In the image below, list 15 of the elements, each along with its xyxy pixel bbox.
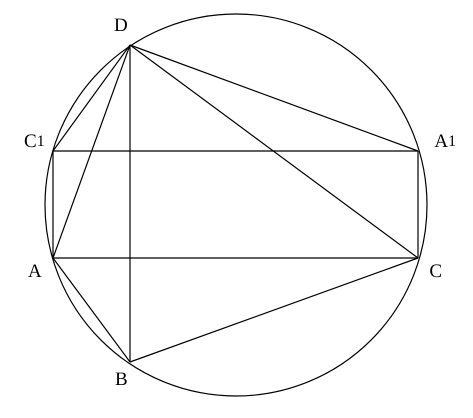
line-segment — [130, 257, 418, 363]
point-label: B — [112, 362, 136, 390]
line-segment — [130, 44, 418, 152]
line-segment — [52, 44, 131, 258]
line-segment — [52, 151, 54, 258]
line-segment — [53, 150, 418, 152]
line-segment — [53, 257, 418, 259]
line-segment — [417, 151, 419, 258]
point-label: D — [112, 16, 136, 45]
line-segment — [129, 45, 131, 362]
line-segment — [52, 44, 130, 152]
line-segment — [130, 44, 418, 258]
point-label: A — [26, 256, 53, 282]
point-label: C — [418, 256, 442, 282]
line-segment — [52, 258, 130, 362]
